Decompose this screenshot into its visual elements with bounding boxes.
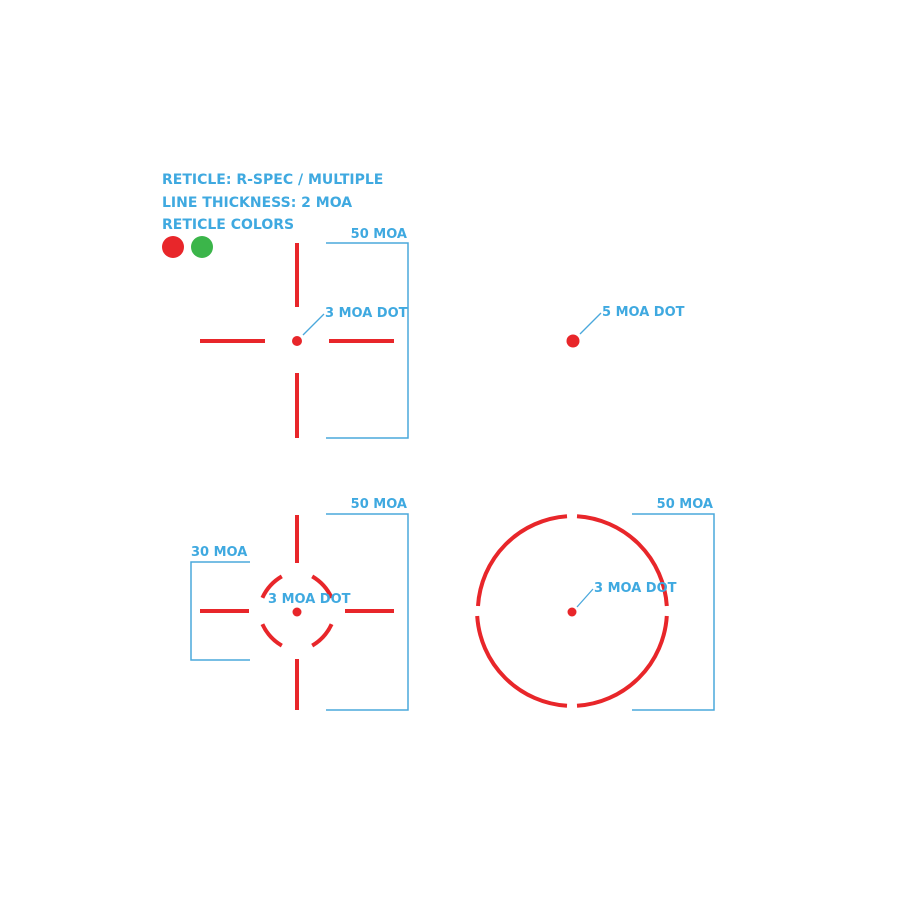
- circle-cross-size-bracket: [326, 513, 409, 711]
- big-ring-segment: [576, 514, 669, 607]
- circle-cross-reticle: 3 MOA DOT 50 MOA 30 MOA: [190, 497, 409, 711]
- green-color-swatch: [191, 236, 213, 258]
- reticle-colors-label: RETICLE COLORS: [162, 217, 294, 233]
- single-dot-leader: [579, 312, 602, 335]
- circle-cross-dot-label: 3 MOA DOT: [268, 592, 351, 607]
- crosshair-center-dot: [292, 336, 302, 346]
- ring-segment: [260, 574, 283, 599]
- circle-reticle: 3 MOA DOT 50 MOA: [475, 497, 715, 711]
- ring-segment: [260, 623, 283, 648]
- ring-size-label: 30 MOA: [191, 545, 247, 560]
- line-thickness-label: LINE THICKNESS: 2 MOA: [162, 195, 352, 211]
- dot-reticle: 5 MOA DOT: [566, 305, 685, 348]
- ring-segment: [311, 623, 334, 648]
- crosshair-size-bracket: [326, 242, 409, 439]
- circle-dot-label: 3 MOA DOT: [594, 581, 677, 596]
- ring-segment: [311, 574, 334, 599]
- circle-size-label: 50 MOA: [657, 497, 713, 512]
- circle-center-dot: [567, 607, 577, 617]
- big-ring-segment: [476, 514, 568, 607]
- circle-cross-size-label: 50 MOA: [351, 497, 407, 512]
- red-color-swatch: [162, 236, 184, 258]
- reticle-type-label: RETICLE: R-SPEC / MULTIPLE: [162, 172, 383, 188]
- crosshair-dot-label: 3 MOA DOT: [325, 306, 408, 321]
- single-dot-label: 5 MOA DOT: [602, 305, 685, 320]
- single-dot: [566, 334, 580, 348]
- circle-size-bracket: [632, 513, 715, 711]
- ring-size-bracket: [190, 561, 250, 661]
- circle-cross-center-dot: [292, 607, 302, 617]
- crosshair-size-label: 50 MOA: [351, 227, 407, 242]
- big-ring-segment: [576, 615, 669, 708]
- crosshair-dot-leader: [302, 313, 325, 336]
- circle-dot-leader: [576, 588, 594, 608]
- big-ring-segment: [475, 615, 568, 708]
- crosshair-reticle: 3 MOA DOT 50 MOA: [200, 227, 409, 439]
